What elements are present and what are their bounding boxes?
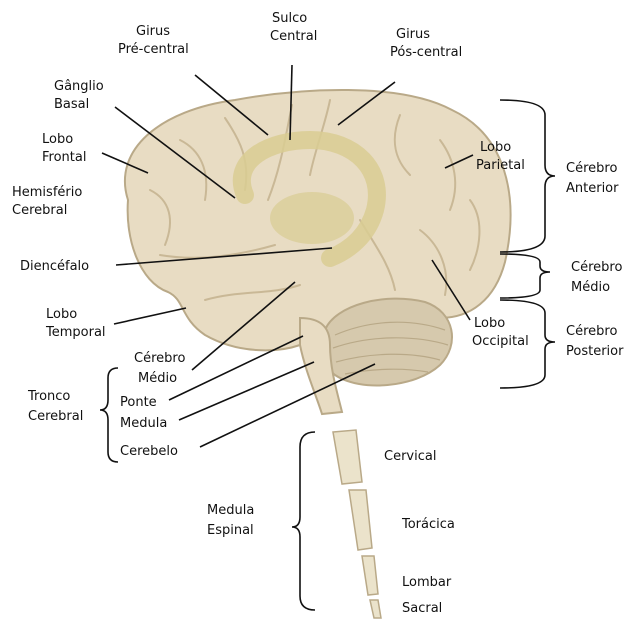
label-cervical: Cervical [384, 449, 436, 464]
spinal-cord-illustration [333, 430, 381, 618]
label-medula-espinal: Medula Espinal [207, 503, 258, 538]
leader-lobo-temporal [114, 308, 186, 324]
label-cerebelo: Cerebelo [120, 444, 178, 459]
spinal-sacral [370, 600, 381, 618]
brace-medula-espinal [292, 432, 315, 610]
label-lobo-occipital: Lobo Occipital [472, 316, 529, 349]
label-ponte: Ponte [120, 395, 157, 410]
label-medula: Medula [120, 416, 167, 431]
brace-tronco-cerebral [100, 368, 118, 462]
label-diencefalo: Diencéfalo [20, 259, 89, 274]
label-cerebro-anterior: Cérebro Anterior [566, 161, 622, 196]
brace-cerebro-medio [500, 254, 550, 298]
label-hemisferio-cerebral: Hemisfério Cerebral [12, 185, 86, 218]
label-girus-precentral: Girus Pré-central [118, 24, 189, 57]
label-sulco-central: Sulco Central [270, 11, 317, 44]
spinal-cervical [333, 430, 362, 484]
label-lombar: Lombar [402, 575, 452, 590]
label-tronco-cerebral: Tronco Cerebral [27, 389, 83, 424]
label-lobo-frontal: Lobo Frontal [42, 132, 86, 165]
label-lobo-temporal: Lobo Temporal [45, 307, 106, 340]
diencephalon-shape [270, 192, 354, 244]
label-girus-poscentral: Girus Pós-central [390, 27, 462, 60]
label-toracica: Torácica [401, 517, 455, 532]
leader-medula [179, 362, 314, 420]
label-cerebro-posterior: Cérebro Posterior [566, 324, 624, 359]
cerebellum-shape [322, 299, 452, 386]
spinal-thoracic [349, 490, 372, 550]
spinal-lumbar [362, 556, 378, 595]
label-sacral: Sacral [402, 601, 442, 616]
label-cerebro-medio-group: Cérebro Médio [571, 260, 627, 295]
label-ganglio-basal: Gânglio Basal [54, 79, 108, 112]
label-cerebro-medio-stem: Cérebro Médio [134, 351, 190, 386]
